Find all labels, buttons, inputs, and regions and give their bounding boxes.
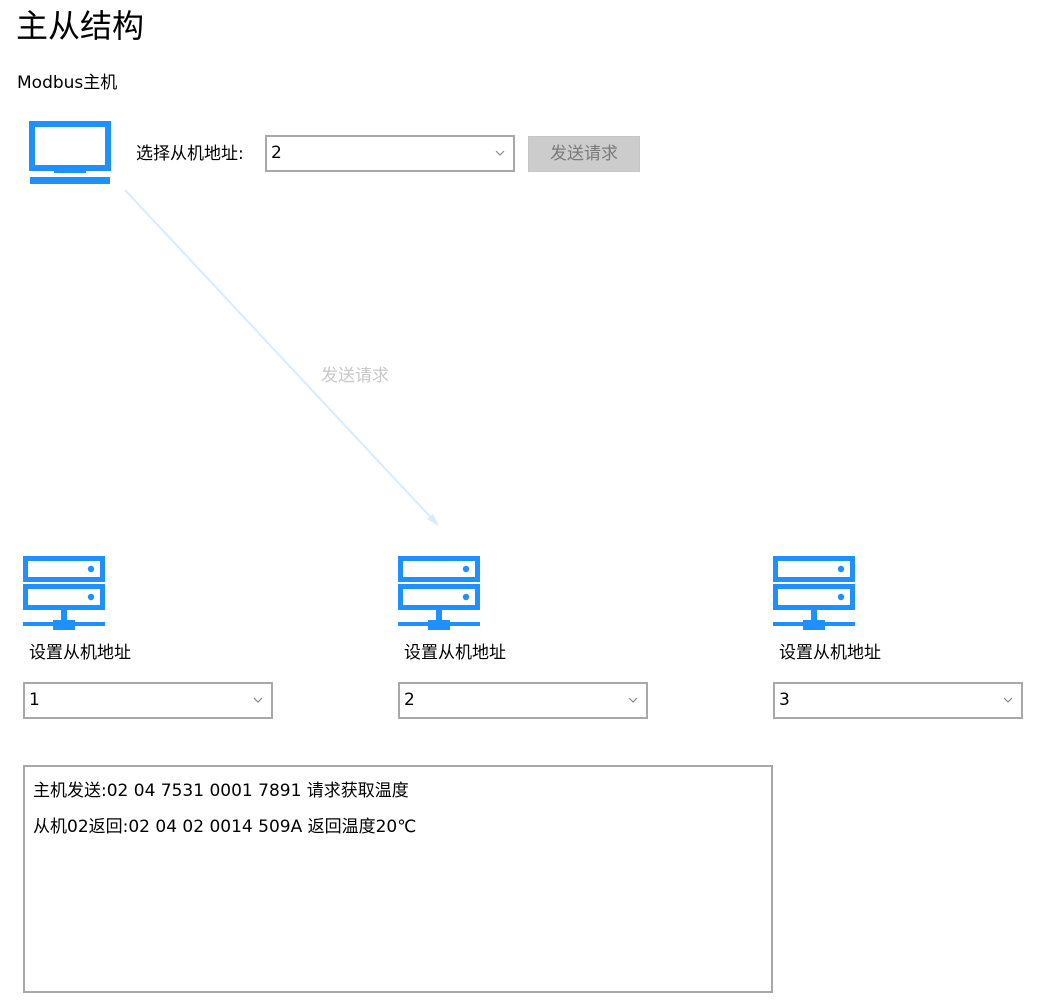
log-line: 主机发送:02 04 7531 0001 7891 请求获取温度 <box>33 781 409 801</box>
send-request-button[interactable]: 发送请求 <box>528 136 640 172</box>
server-icon <box>773 556 855 630</box>
slave-address-select[interactable]: 2 <box>398 682 648 719</box>
server-icon <box>23 556 105 630</box>
slave-address-value: 3 <box>779 690 790 710</box>
chevron-down-icon <box>495 150 505 156</box>
slave-address-select[interactable]: 3 <box>773 682 1023 719</box>
slave-address-value: 1 <box>29 690 40 710</box>
communication-log[interactable]: 主机发送:02 04 7531 0001 7891 请求获取温度 从机02返回:… <box>23 765 773 993</box>
log-line: 从机02返回:02 04 02 0014 509A 返回温度20℃ <box>33 817 417 837</box>
master-slave-address-select[interactable]: 2 <box>265 135 515 172</box>
slave-address-select[interactable]: 1 <box>23 682 273 719</box>
slave-address-label: 设置从机地址 <box>779 643 881 663</box>
chevron-down-icon <box>253 697 263 703</box>
chevron-down-icon <box>1003 697 1013 703</box>
server-icon <box>398 556 480 630</box>
slave-address-label: 设置从机地址 <box>404 643 506 663</box>
chevron-down-icon <box>628 697 638 703</box>
arrow-label: 发送请求 <box>321 366 389 386</box>
monitor-icon <box>29 121 111 184</box>
slave-address-value: 2 <box>404 690 415 710</box>
master-label: Modbus主机 <box>17 73 118 93</box>
slave-address-label: 设置从机地址 <box>29 643 131 663</box>
master-selected-address: 2 <box>271 143 282 163</box>
page-title: 主从结构 <box>16 7 145 45</box>
select-slave-address-label: 选择从机地址: <box>136 144 244 164</box>
